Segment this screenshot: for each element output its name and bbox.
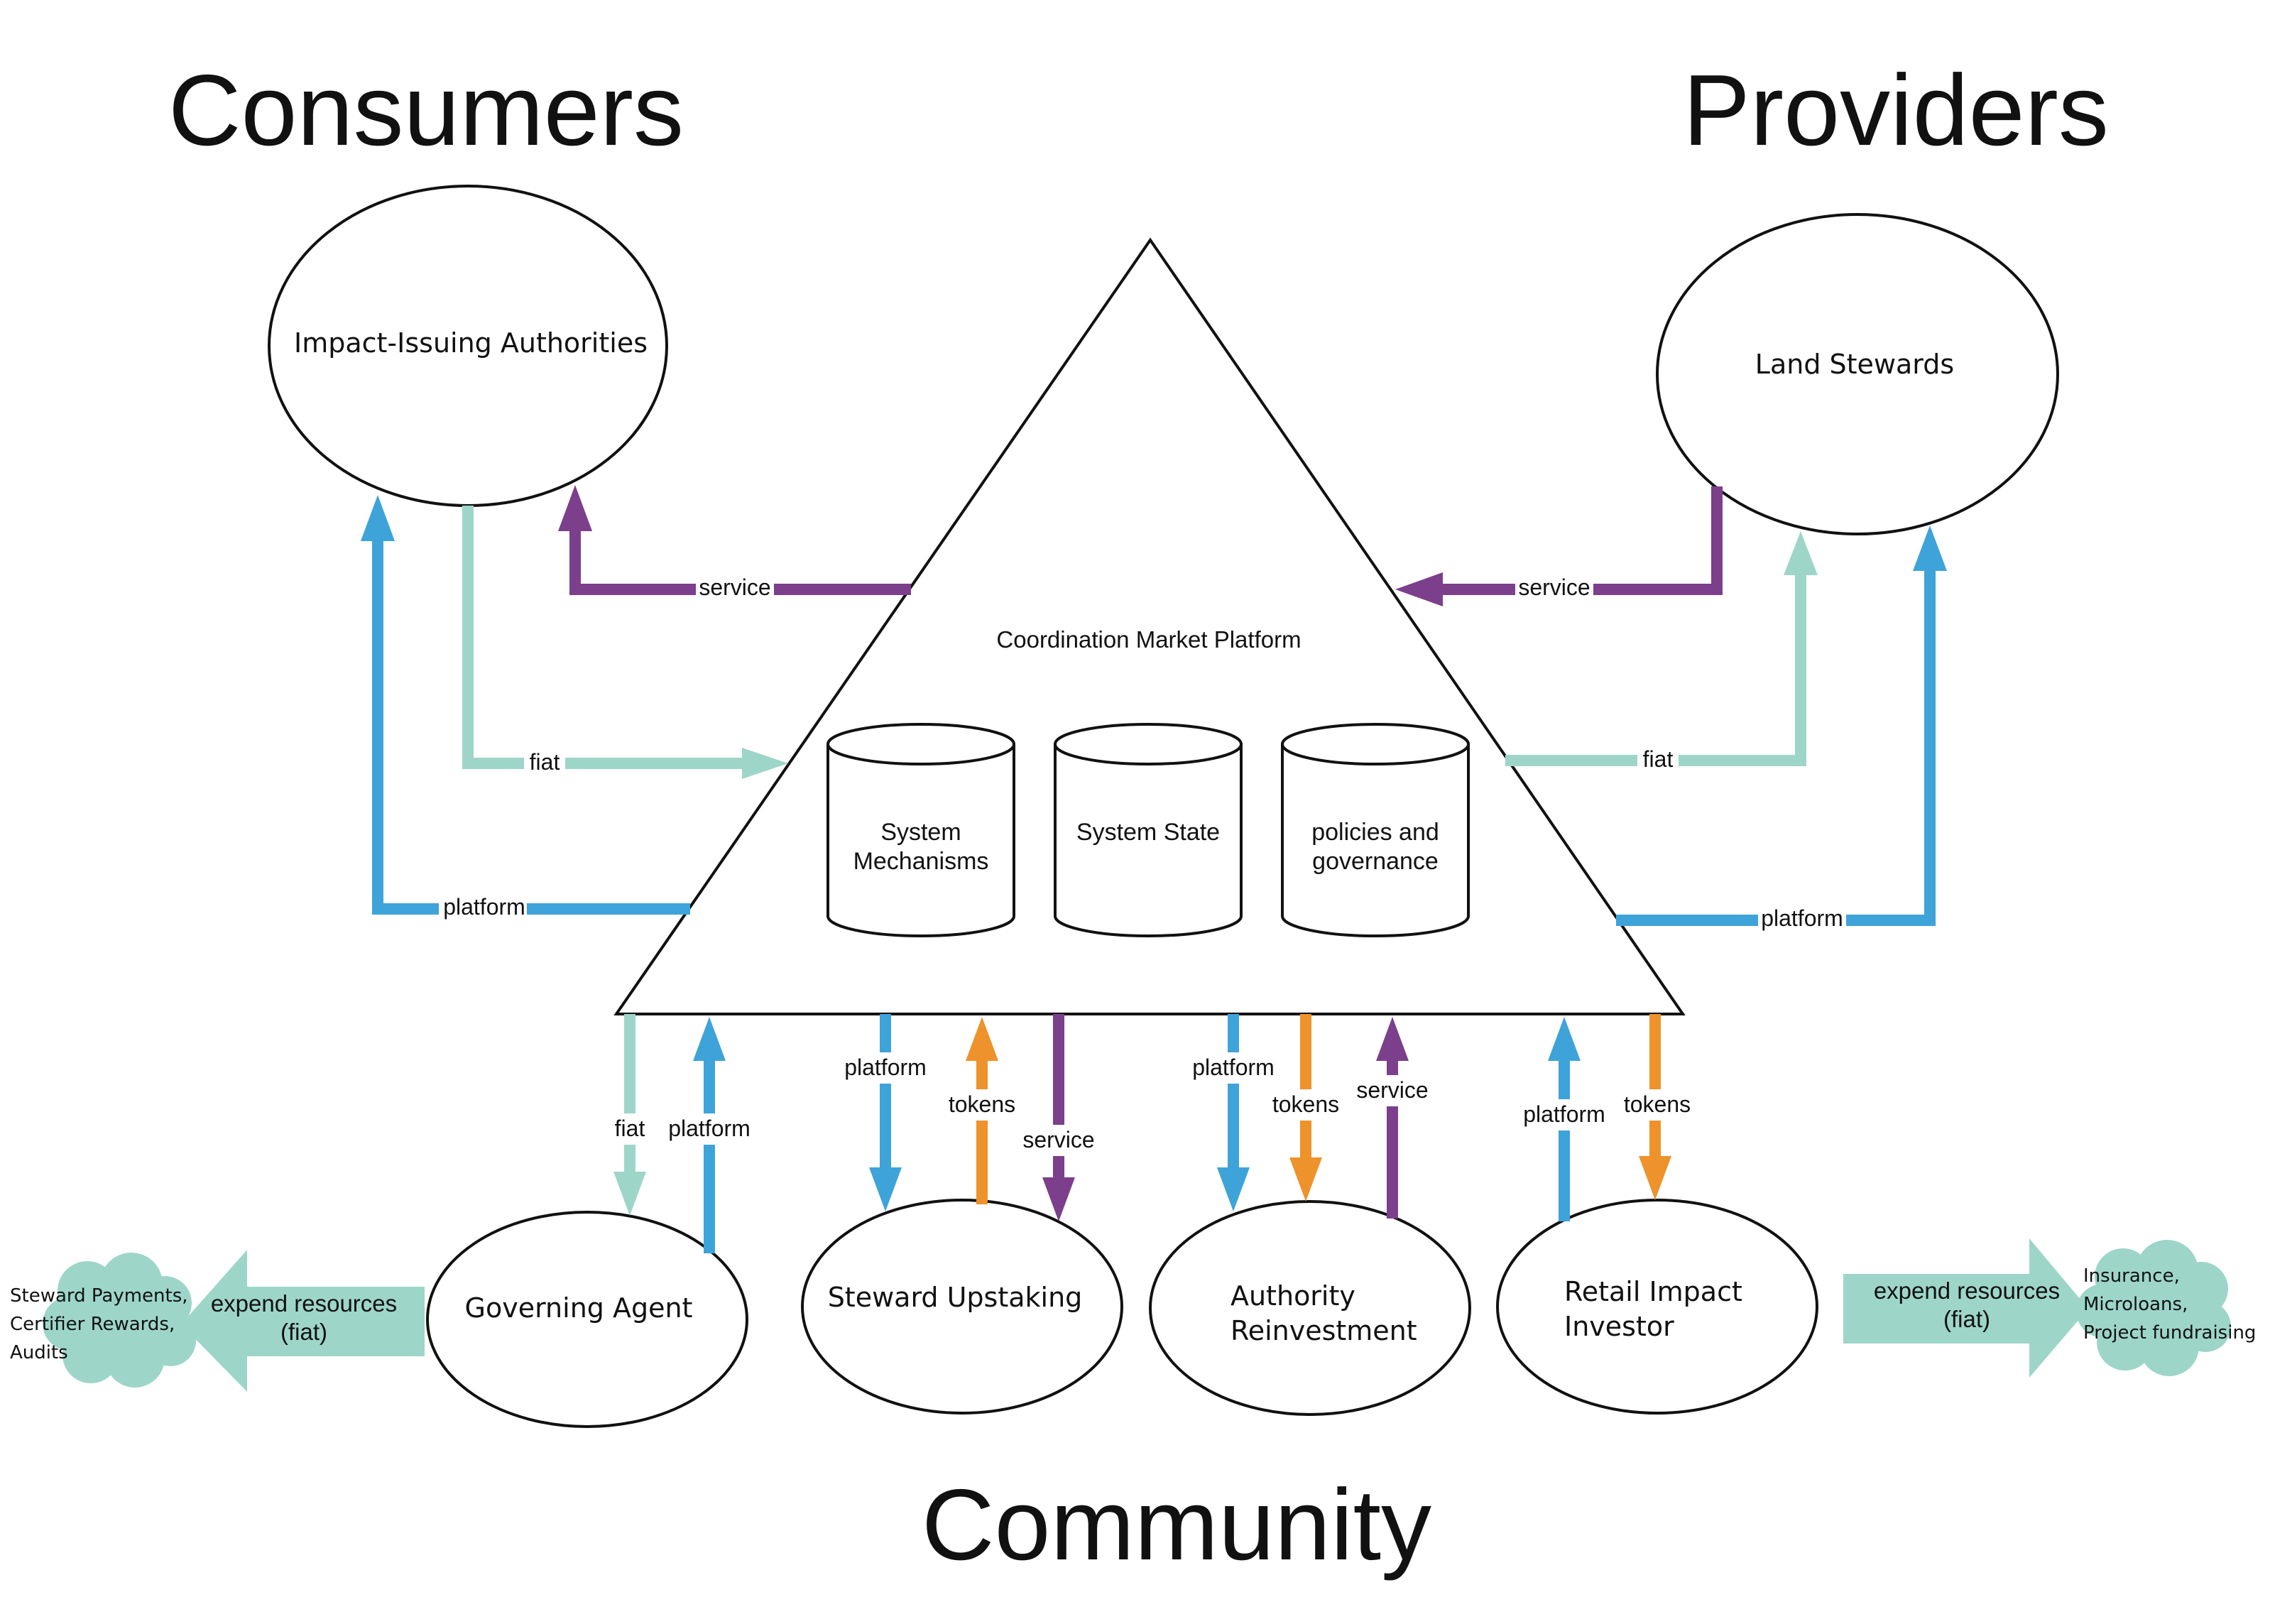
platform-title: Coordination Market Platform: [996, 626, 1301, 653]
flow-platform-from-retail-investor: platform: [1519, 1017, 1609, 1221]
flow-label-service: service: [1356, 1077, 1428, 1103]
flow-service-to-authorities: service: [558, 485, 911, 604]
flow-label-fiat: fiat: [1643, 746, 1674, 772]
flow-tokens-to-authority-reinvestment: tokens: [1265, 1014, 1346, 1201]
flow-service-from-land-stewards: service: [1395, 486, 1723, 606]
database-label-line2: governance: [1312, 848, 1439, 875]
cloud-right: [2076, 1240, 2231, 1376]
node-governing-agent: Governing Agent: [426, 1211, 748, 1428]
node-label: Land Stewards: [1755, 349, 1954, 380]
node-label-line1: Authority: [1231, 1280, 1355, 1312]
heading-community: Community: [922, 1468, 1431, 1581]
cloud-right-line2: Microloans,: [2083, 1294, 2188, 1315]
cloud-left-line3: Audits: [10, 1342, 68, 1363]
cloud-left: [43, 1253, 196, 1388]
flow-label-fiat: fiat: [530, 749, 560, 775]
flow-label-service: service: [1022, 1127, 1094, 1152]
flow-label-platform: platform: [1192, 1054, 1275, 1080]
heading-consumers: Consumers: [168, 54, 684, 167]
flow-fiat-from-authorities: fiat: [462, 506, 788, 779]
flow-platform-to-steward-upstaking: platform: [841, 1014, 930, 1211]
flow-label-platform: platform: [1523, 1101, 1605, 1127]
flow-label-fiat: fiat: [615, 1116, 645, 1141]
flow-tokens-to-retail-investor: tokens: [1615, 1014, 1696, 1200]
node-label: Governing Agent: [465, 1292, 693, 1324]
cloud-right-line1: Insurance,: [2083, 1265, 2180, 1287]
flow-platform-to-authorities: platform: [361, 495, 690, 923]
database-system-mechanisms: System Mechanisms: [826, 723, 1015, 937]
expend-label-line2: (fiat): [1943, 1306, 1990, 1332]
node-authority-reinvestment: Authority Reinvestment: [1149, 1200, 1471, 1416]
node-retail-impact-investor: Retail Impact Investor: [1496, 1199, 1818, 1415]
flow-label-tokens: tokens: [1272, 1091, 1339, 1117]
expend-resources-arrow-right: expend resources (fiat): [1843, 1238, 2088, 1378]
flow-platform-to-authority-reinvestment: platform: [1189, 1014, 1278, 1211]
flow-fiat-to-governing-agent: fiat: [608, 1014, 652, 1216]
node-label-line1: Retail Impact: [1564, 1276, 1742, 1307]
flow-label-service: service: [699, 574, 770, 600]
node-steward-upstaking: Steward Upstaking: [801, 1199, 1123, 1415]
flow-label-platform: platform: [443, 894, 525, 920]
flow-service-from-authority-reinvestment: service: [1350, 1017, 1434, 1219]
database-label-line1: policies and: [1311, 819, 1439, 846]
flow-label-tokens: tokens: [949, 1091, 1015, 1117]
cloud-left-line2: Certifier Rewards,: [10, 1314, 175, 1335]
cloud-left-line1: Steward Payments,: [10, 1285, 188, 1307]
node-label-line2: Investor: [1564, 1311, 1674, 1342]
database-label-line1: System: [880, 819, 961, 846]
node-land-stewards: Land Stewards: [1656, 213, 2059, 535]
expend-label-line1: expend resources: [211, 1290, 397, 1317]
flow-tokens-from-steward-upstaking: tokens: [942, 1017, 1022, 1204]
expend-resources-arrow-left: expend resources (fiat): [181, 1250, 425, 1392]
node-impact-issuing-authorities: Impact-Issuing Authorities: [268, 185, 668, 507]
database-policies-governance: policies and governance: [1281, 723, 1470, 937]
flow-platform-to-land-stewards: platform: [1616, 525, 1947, 934]
flow-label-platform: platform: [1761, 905, 1843, 931]
flow-service-to-steward-upstaking: service: [1017, 1014, 1101, 1221]
flow-label-service: service: [1518, 574, 1590, 600]
node-label-line2: Reinvestment: [1231, 1315, 1417, 1346]
flow-label-platform: platform: [668, 1116, 751, 1141]
expend-label-line2: (fiat): [280, 1319, 327, 1345]
flow-fiat-to-land-stewards: fiat: [1505, 531, 1818, 775]
database-system-state: System State: [1054, 723, 1243, 937]
node-label: Impact-Issuing Authorities: [294, 327, 648, 359]
node-label: Steward Upstaking: [828, 1282, 1083, 1313]
database-label-line2: Mechanisms: [853, 848, 989, 875]
flow-label-tokens: tokens: [1624, 1091, 1691, 1117]
cloud-right-line3: Project fundraising: [2083, 1322, 2256, 1344]
heading-providers: Providers: [1683, 54, 2109, 167]
expend-label-line1: expend resources: [1874, 1277, 2060, 1304]
database-label-line1: System State: [1076, 819, 1220, 846]
flow-platform-from-governing-agent: platform: [665, 1017, 754, 1253]
flow-label-platform: platform: [844, 1054, 927, 1080]
